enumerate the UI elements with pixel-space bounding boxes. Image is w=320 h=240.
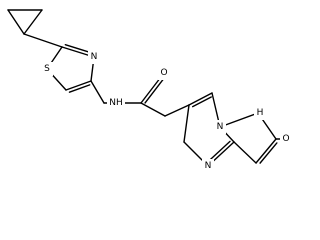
bond-c4-ch2a	[90, 80, 105, 104]
atom-amide-nitrogen: NH	[107, 96, 125, 110]
bond-cam-ch2b	[140, 102, 166, 117]
svg-text:N: N	[91, 52, 98, 62]
double-bond-c6-c7	[191, 96, 212, 108]
bond-c6-c7	[188, 92, 213, 106]
atom-carbonyl-oxygen: O	[158, 66, 170, 80]
double-bond-c5-c4	[68, 84, 91, 93]
atom-sulfur: S	[41, 62, 53, 76]
atom-nh-hydrogen: H	[254, 106, 266, 120]
atom-thiazole-nitrogen: N	[88, 50, 100, 64]
bond-layer	[7, 9, 287, 167]
double-bond-c3-c2p	[259, 142, 278, 164]
bond-cp3-c2	[23, 33, 63, 48]
bond-cp2-cp3	[23, 9, 43, 35]
atom-bridgehead-nitrogen: N	[214, 120, 226, 134]
atom-label-layer: S N NH O N N H O	[41, 50, 292, 173]
atom-pyrimidine-nitrogen: N	[202, 159, 214, 173]
bond-cp3-cp1	[7, 9, 25, 35]
svg-text:O: O	[282, 134, 289, 144]
double-bond-c3a-n4	[206, 140, 231, 163]
double-bond-cam-o1	[144, 76, 166, 104]
bond-ch2b-c6	[164, 104, 190, 117]
bond-c5-c4	[65, 80, 92, 91]
atom-ketone-oxygen: O	[280, 132, 292, 146]
svg-text:S: S	[44, 64, 50, 74]
bond-c5p-c6	[183, 104, 190, 143]
bond-n1-n8	[219, 112, 259, 128]
svg-text:N: N	[205, 161, 212, 171]
svg-text:N: N	[217, 122, 224, 132]
bond-c3-c2p	[255, 138, 277, 164]
bond-c3a-c3	[233, 141, 257, 164]
svg-text:H: H	[257, 108, 264, 118]
molecule-structure: S N NH O N N H O	[7, 9, 292, 173]
svg-text:NH: NH	[109, 98, 123, 108]
svg-text:O: O	[160, 68, 167, 78]
